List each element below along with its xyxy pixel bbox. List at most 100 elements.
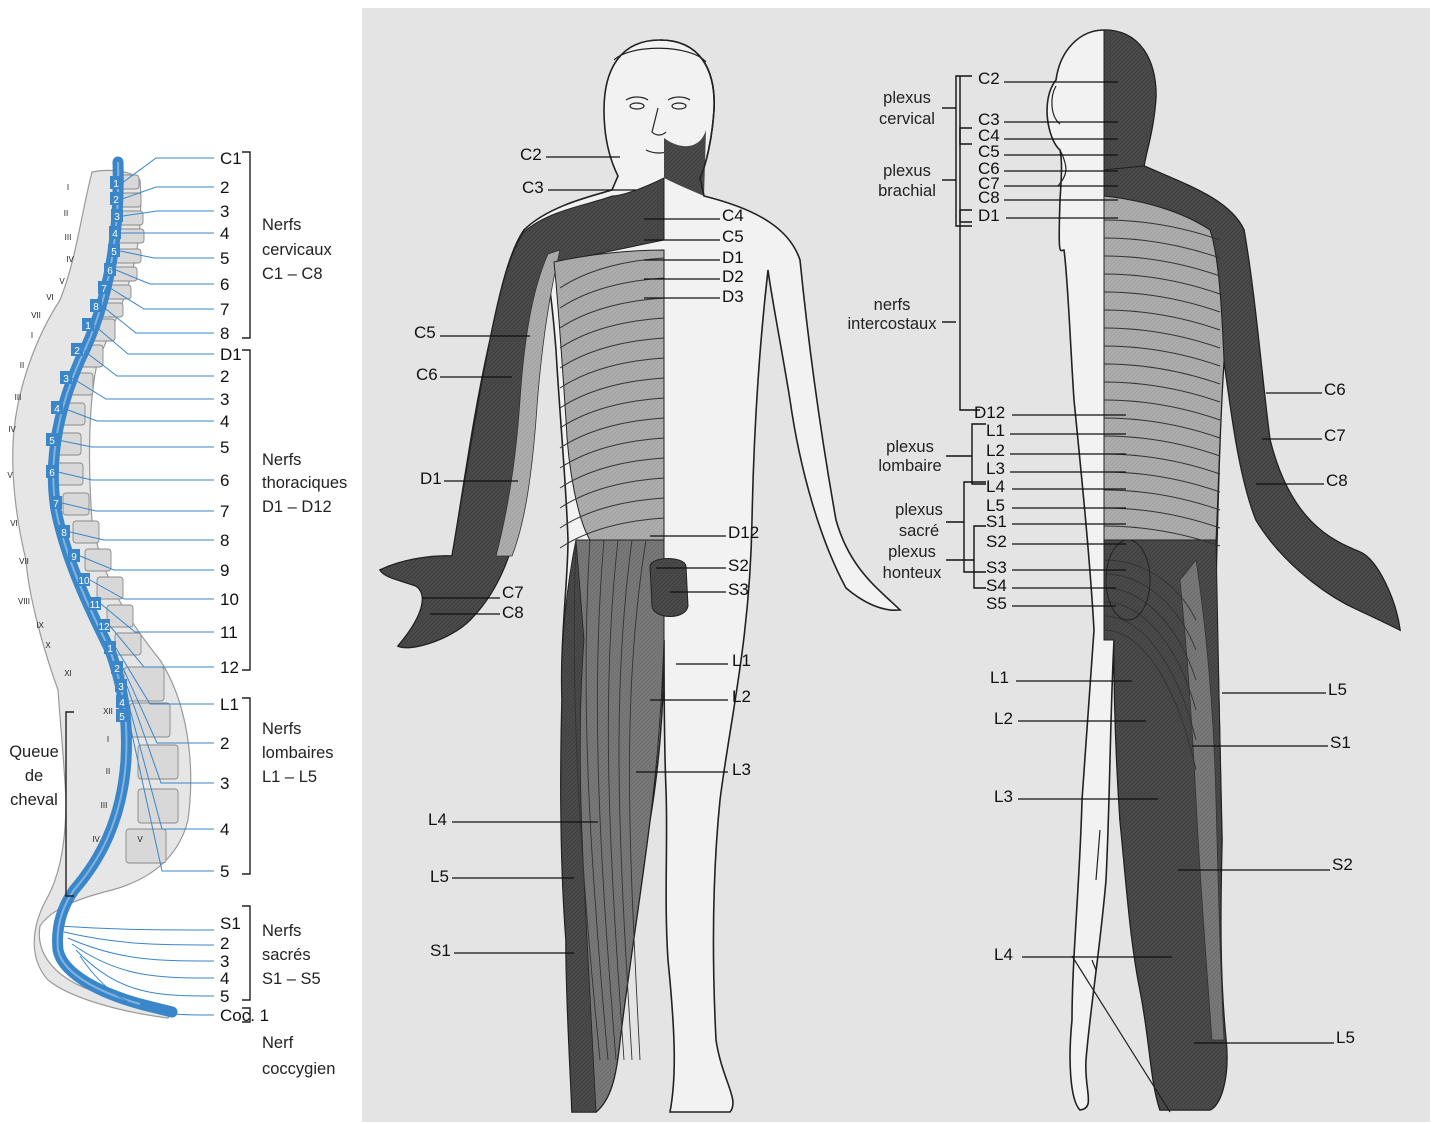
spinal-nerve-label: 4 bbox=[220, 412, 229, 431]
spinal-nerve-label: 8 bbox=[220, 531, 229, 550]
vertebra-numeral: V bbox=[7, 471, 13, 480]
back-dermatome-label: C7 bbox=[1324, 426, 1346, 445]
spine-group-title-line: Nerf bbox=[262, 1034, 294, 1052]
cord-segment-number: 4 bbox=[54, 404, 60, 415]
cord-segment-number: 3 bbox=[63, 374, 69, 385]
front-dermatome-label: D1 bbox=[420, 469, 442, 488]
plexus-label-line: brachial bbox=[878, 182, 936, 200]
spine-group-title-line: Nerfs bbox=[262, 922, 301, 940]
vertebra-numeral: VI bbox=[10, 519, 18, 528]
spine-group-brackets bbox=[242, 152, 250, 1022]
spinal-nerve-label: 11 bbox=[220, 623, 238, 642]
cord-segment-number: 7 bbox=[53, 499, 59, 510]
front-dermatome-label: C3 bbox=[522, 178, 544, 197]
back-dermatome-label: S4 bbox=[986, 576, 1007, 595]
back-dermatome-label: C2 bbox=[978, 69, 1000, 88]
spinal-nerve-label: C1 bbox=[220, 149, 242, 168]
group-bracket bbox=[242, 350, 250, 670]
vertebra-numeral: XII bbox=[103, 707, 113, 716]
plexus-label-line: honteux bbox=[883, 564, 942, 582]
spine-group-title-line: thoraciques bbox=[262, 474, 347, 492]
spinal-nerve-label: 5 bbox=[220, 438, 229, 457]
plexus-label-line: plexus bbox=[883, 162, 931, 180]
back-dermatome-label: S1 bbox=[1330, 733, 1351, 752]
queue-line: de bbox=[25, 767, 43, 785]
back-dermatome-label: C8 bbox=[978, 188, 1000, 207]
cord-segment-number: 12 bbox=[98, 622, 110, 633]
sacral-nerve-line bbox=[60, 926, 214, 930]
spine-group-title-line: sacrés bbox=[262, 946, 311, 964]
spinal-nerve-label: 10 bbox=[220, 590, 239, 609]
back-dermatome-label: S1 bbox=[986, 512, 1007, 531]
back-dermatome-label: L1 bbox=[986, 421, 1005, 440]
spinal-nerve-label: 2 bbox=[220, 934, 229, 953]
front-dermatome-label: L4 bbox=[428, 810, 447, 829]
spine-group-title-line: Nerfs bbox=[262, 720, 301, 738]
cord-segment-number: 5 bbox=[49, 436, 55, 447]
vertebra-body bbox=[107, 605, 133, 627]
vertebra-numeral: V bbox=[59, 277, 65, 286]
front-dermatome-label: C8 bbox=[502, 603, 524, 622]
spinal-nerve-label: 9 bbox=[220, 561, 229, 580]
spine-group-title-line: D1 – D12 bbox=[262, 498, 332, 516]
vertebra-numeral: V bbox=[137, 835, 143, 844]
vertebra-numeral: VIII bbox=[18, 597, 30, 606]
queue-line: Queue bbox=[9, 743, 59, 761]
vertebra-numeral: IV bbox=[8, 425, 16, 434]
cord-segment-number: 11 bbox=[90, 600, 101, 611]
vertebra-body bbox=[138, 789, 178, 823]
back-dermatome-label: L2 bbox=[994, 709, 1013, 728]
spine-group-titles: NerfscervicauxC1 – C8NerfsthoraciquesD1 … bbox=[262, 216, 347, 1078]
spinal-nerve-label: 8 bbox=[220, 324, 229, 343]
spinal-nerve-label: 2 bbox=[220, 178, 229, 197]
spinal-nerve-label: 4 bbox=[220, 224, 229, 243]
plexus-label-line: lombaire bbox=[878, 457, 941, 475]
back-dermatome-label: L1 bbox=[990, 668, 1009, 687]
front-dermatome-label: S2 bbox=[728, 556, 749, 575]
plexus-label-line: plexus bbox=[888, 543, 936, 561]
cord-segment-number: 5 bbox=[111, 247, 117, 258]
vertebra-body bbox=[126, 829, 166, 863]
cord-segment-number: 10 bbox=[78, 576, 90, 587]
front-dermatome-label: L1 bbox=[732, 651, 751, 670]
spinal-nerve-label: D1 bbox=[220, 345, 242, 364]
cord-segment-number: 2 bbox=[114, 664, 120, 675]
sacral-nerve-line bbox=[64, 932, 214, 945]
group-bracket bbox=[242, 906, 250, 1000]
plexus-label-line: plexus bbox=[886, 438, 934, 456]
cord-segment-number: 1 bbox=[107, 644, 113, 655]
vertebra-numeral: IV bbox=[66, 255, 74, 264]
plexus-label-line: cervical bbox=[879, 110, 935, 128]
spinal-nerve-label: 7 bbox=[220, 502, 229, 521]
front-dermatome-label: L2 bbox=[732, 687, 751, 706]
spine-group-title-line: cervicaux bbox=[262, 241, 332, 259]
back-dermatome-label: S3 bbox=[986, 558, 1007, 577]
back-dermatome-label: S5 bbox=[986, 594, 1007, 613]
plexus-label-line: plexus bbox=[895, 501, 943, 519]
spinal-nerve-label: 5 bbox=[220, 987, 229, 1006]
cord-segment-number: 2 bbox=[74, 346, 80, 357]
spinal-nerve-label: 5 bbox=[220, 249, 229, 268]
back-dermatome-label: L3 bbox=[986, 459, 1005, 478]
vertebra-body bbox=[57, 463, 83, 485]
back-dermatome-label: L5 bbox=[1328, 680, 1347, 699]
plexus-label-line: nerfs bbox=[874, 296, 911, 314]
cord-segment-number: 8 bbox=[93, 302, 99, 313]
plexus-label-line: plexus bbox=[883, 89, 931, 107]
spinal-nerve-label: 3 bbox=[220, 774, 229, 793]
cord-segment-number: 2 bbox=[113, 195, 119, 206]
spinal-nerve-label: 5 bbox=[220, 862, 229, 881]
cord-segment-number: 7 bbox=[101, 284, 107, 295]
plexus-label-line: intercostaux bbox=[848, 315, 938, 333]
back-dermatome-label: L3 bbox=[994, 787, 1013, 806]
cord-segment-number: 6 bbox=[107, 266, 113, 277]
spine-group-title-line: Nerfs bbox=[262, 451, 301, 469]
spinal-nerve-label: 2 bbox=[220, 367, 229, 386]
cord-segment-number: 3 bbox=[114, 212, 120, 223]
vertebra-numeral: I bbox=[107, 735, 109, 744]
spinal-nerve-label: L1 bbox=[220, 695, 239, 714]
vertebra-numeral: X bbox=[45, 641, 51, 650]
vertebra-numeral: IV bbox=[92, 835, 100, 844]
